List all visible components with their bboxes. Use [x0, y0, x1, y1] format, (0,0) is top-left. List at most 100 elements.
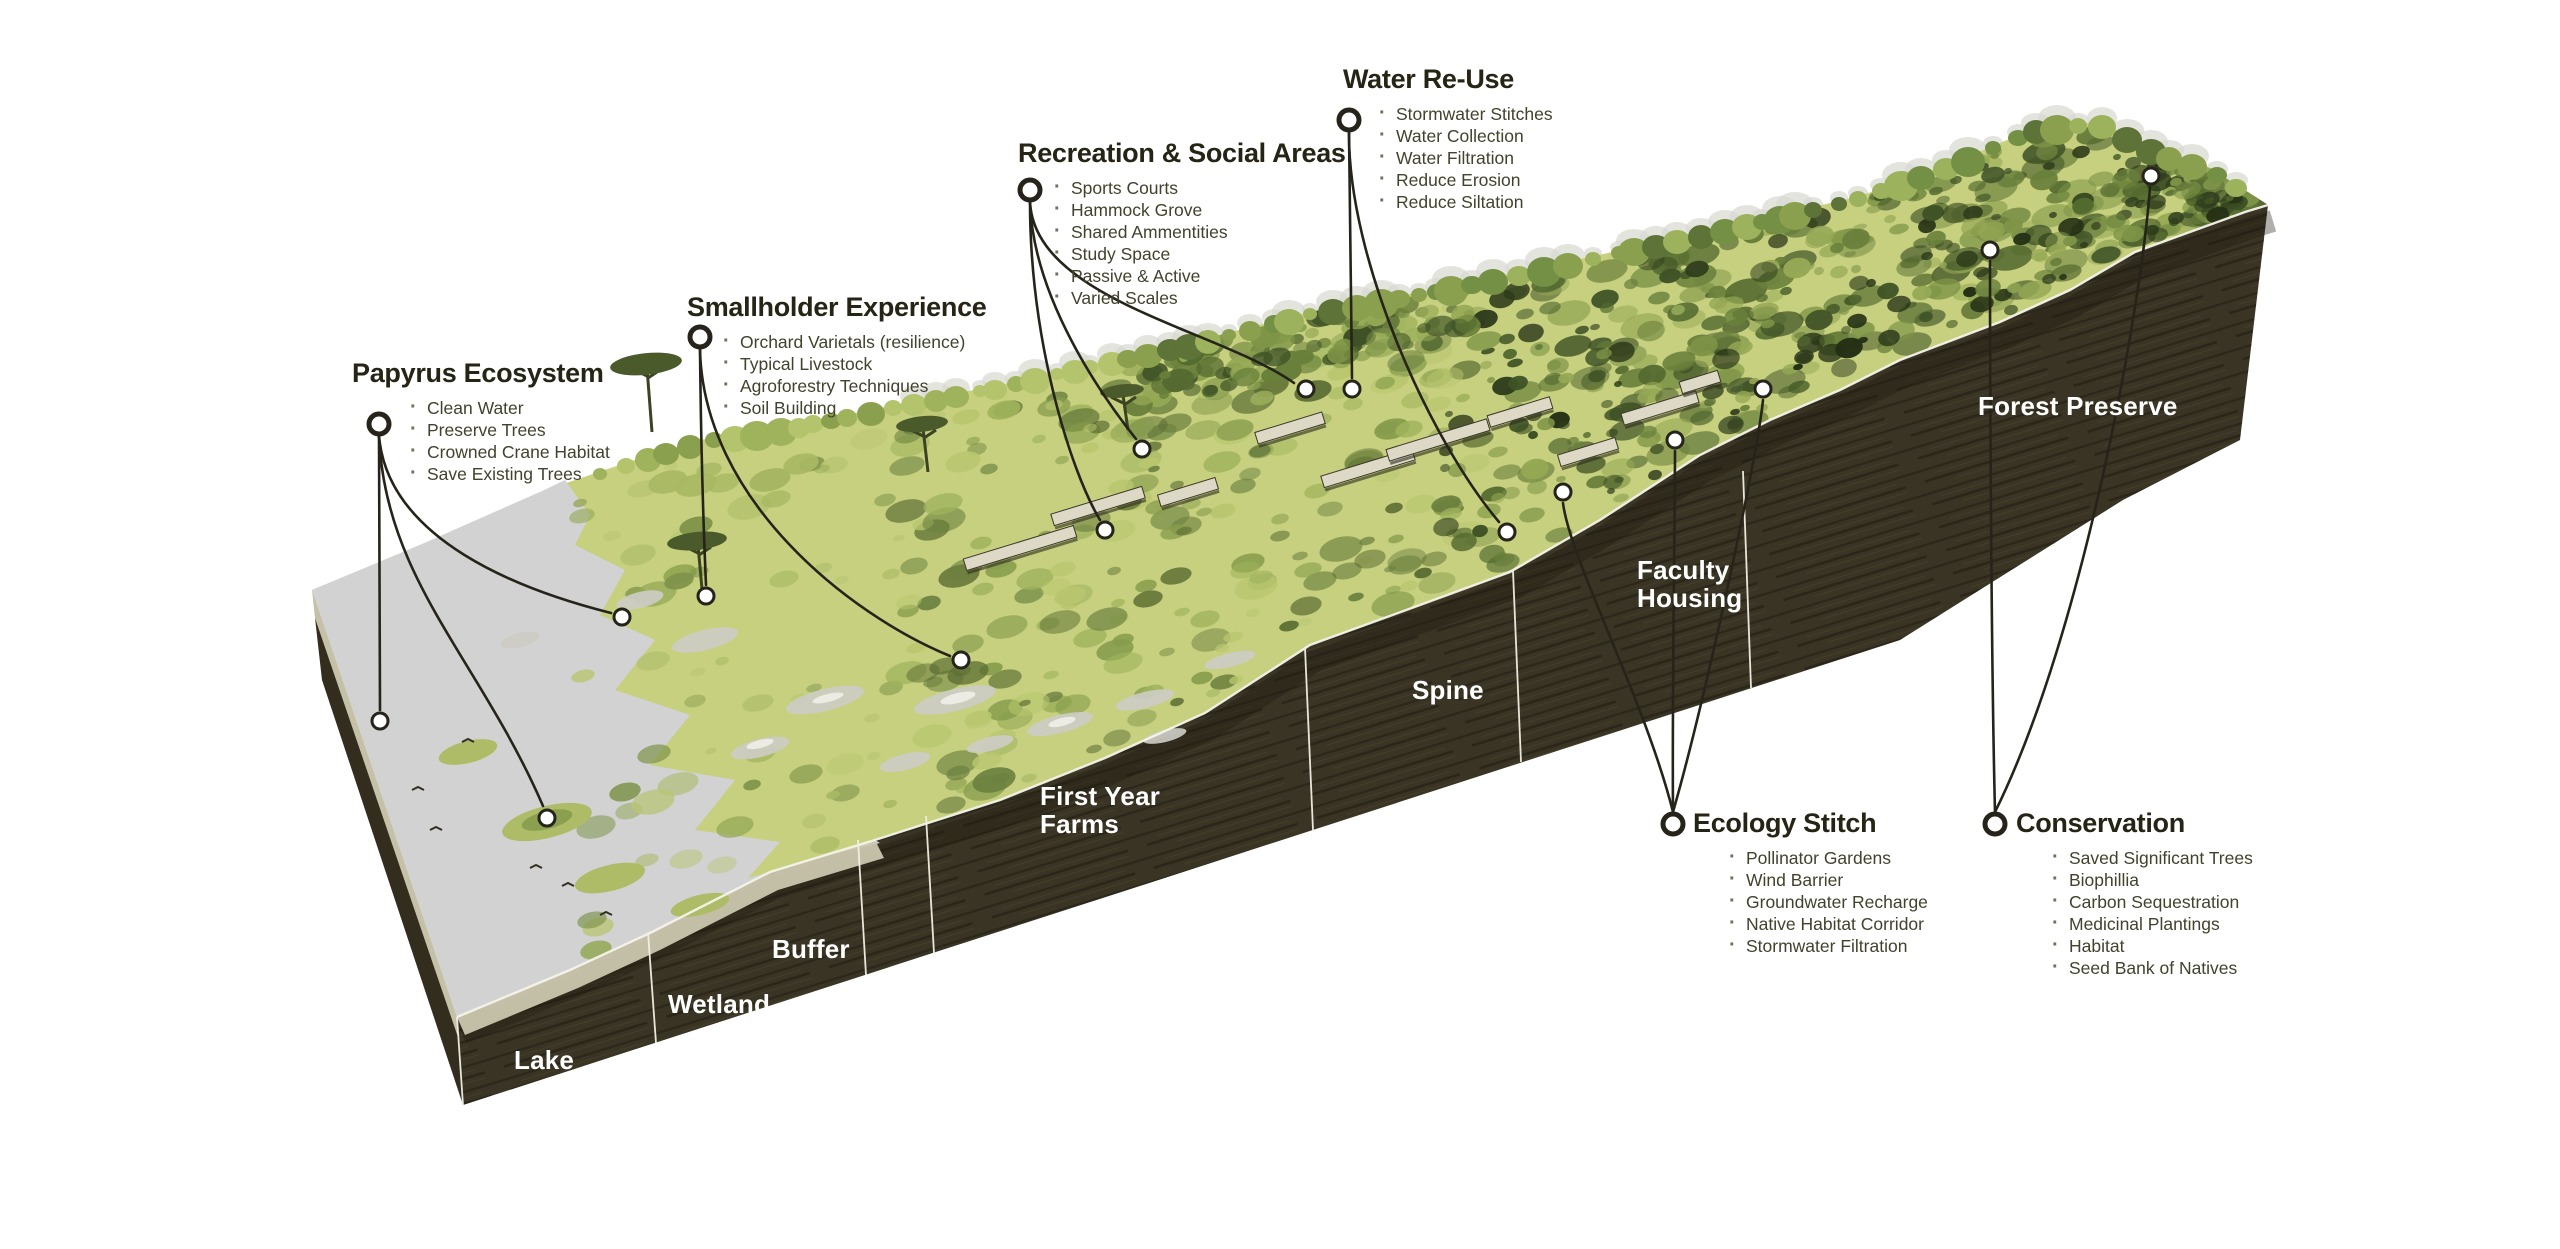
leader-endpoint [612, 607, 632, 627]
callout-marker-smallholder [687, 324, 713, 350]
top-surface [312, 122, 2268, 1035]
callout-smallholder-experience: Smallholder Experience Orchard Varietals… [687, 292, 987, 420]
lake-birds [411, 737, 613, 916]
lake-surface [312, 480, 880, 1017]
leader-endpoint [1980, 240, 2000, 260]
leader-line [698, 347, 708, 587]
callout-water-re-use: Water Re-Use Stormwater StitchesWater Co… [1343, 64, 1553, 214]
leader-endpoint [1497, 522, 1517, 542]
bullet-item: Crowned Crane Habitat [410, 441, 610, 463]
leader-line [1028, 200, 1102, 522]
bullet-item: Preserve Trees [410, 419, 610, 441]
bullet-item: Medicinal Plantings [2052, 913, 2253, 935]
bullet-item: Saved Significant Trees [2052, 847, 2253, 869]
callout-title: Recreation & Social Areas [1018, 138, 1346, 168]
callout-title: Smallholder Experience [687, 292, 987, 322]
bullet-item: Wind Barrier [1729, 869, 1928, 891]
bullet-item: Sports Courts [1054, 177, 1346, 199]
bullet-item: Native Habitat Corridor [1729, 913, 1928, 935]
bullet-item: Shared Ammentities [1054, 221, 1346, 243]
bullet-item: Stormwater Stitches [1379, 103, 1553, 125]
leader-endpoint [2141, 166, 2161, 186]
bullet-item: Study Space [1054, 243, 1346, 265]
leader-line [1347, 130, 1354, 380]
bullet-item: Pollinator Gardens [1729, 847, 1928, 869]
buildings [962, 369, 1723, 575]
callout-title: Water Re-Use [1343, 64, 1514, 94]
bullet-item: Agroforestry Techniques [723, 375, 987, 397]
leader-line [377, 434, 382, 712]
bullet-item: Orchard Varietals (resilience) [723, 331, 987, 353]
callout-list: Saved Significant TreesBiophilliaCarbon … [2016, 847, 2253, 979]
leader-endpoint [1553, 482, 1573, 502]
leader-line [1671, 398, 1765, 814]
leader-line [698, 347, 952, 658]
bullet-item: Reduce Erosion [1379, 169, 1553, 191]
bullet-item: Varied Scales [1054, 287, 1346, 309]
zone-label-buffer: Buffer [772, 934, 850, 964]
callout-marker-conservation [1982, 811, 2008, 837]
callout-title: Ecology Stitch [1693, 808, 1877, 838]
bullet-item: Typical Livestock [723, 353, 987, 375]
section-left-cap [312, 590, 463, 1105]
zone-label-first-year-farms: First Year Farms [1040, 781, 1161, 839]
bullet-item: Hammock Grove [1054, 199, 1346, 221]
bullet-item: Habitat [2052, 935, 2253, 957]
acacia-trees [610, 352, 1144, 601]
leader-endpoint [1665, 430, 1685, 450]
callout-marker-papyrus [366, 411, 392, 437]
bullet-item: Seed Bank of Natives [2052, 957, 2253, 979]
callout-title: Papyrus Ecosystem [352, 358, 604, 388]
leader-endpoint [537, 808, 557, 828]
shoreline [457, 840, 884, 1035]
zone-label-forest-preserve: Forest Preserve [1978, 391, 2178, 421]
callout-conservation: Conservation Saved Significant TreesBiop… [2016, 808, 2253, 980]
zone-label-spine: Spine [1412, 675, 1484, 705]
bullet-item: Groundwater Recharge [1729, 891, 1928, 913]
leader-line [1988, 259, 1997, 814]
leader-endpoint [1095, 520, 1115, 540]
leader-endpoint [1753, 379, 1773, 399]
leader-endpoint [1132, 439, 1152, 459]
callout-markers [366, 107, 2008, 837]
bullet-item: Clean Water [410, 397, 610, 419]
leader-endpoint [370, 711, 390, 731]
callout-list: Clean WaterPreserve TreesCrowned Crane H… [352, 397, 610, 485]
leader-lines [377, 130, 2152, 814]
leader-line [1347, 130, 1501, 524]
leader-line [1028, 200, 1138, 441]
callout-list: Stormwater StitchesWater CollectionWater… [1343, 103, 1553, 213]
leader-line [1028, 200, 1296, 385]
bullet-item: Water Filtration [1379, 147, 1553, 169]
bullet-item: Reduce Siltation [1379, 191, 1553, 213]
leader-line [377, 434, 613, 615]
zone-label-faculty-housing: Faculty Housing [1637, 555, 1743, 613]
callout-marker-water-reuse [1336, 107, 1362, 133]
callout-papyrus-ecosystem: Papyrus Ecosystem Clean WaterPreserve Tr… [352, 358, 610, 486]
callout-ecology-stitch: Ecology Stitch Pollinator GardensWind Ba… [1693, 808, 1928, 958]
leader-endpoint [951, 650, 971, 670]
bullet-item: Passive & Active [1054, 265, 1346, 287]
callout-list: Orchard Varietals (resilience)Typical Li… [687, 331, 987, 419]
callout-recreation-social-areas: Recreation & Social Areas Sports CourtsH… [1018, 138, 1346, 310]
callout-title: Conservation [2016, 808, 2185, 838]
leader-endpoint [1296, 379, 1316, 399]
leader-endpoint [696, 586, 716, 606]
callout-marker-ecology-stitch [1660, 811, 1686, 837]
bullet-item: Soil Building [723, 397, 987, 419]
canopy-edge-bumps [593, 115, 2247, 480]
leader-endpoint [1342, 379, 1362, 399]
callout-list: Sports CourtsHammock GroveShared Ammenti… [1018, 177, 1346, 309]
bullet-item: Save Existing Trees [410, 463, 610, 485]
callout-marker-recreation [1017, 177, 1043, 203]
bullet-item: Stormwater Filtration [1729, 935, 1928, 957]
zone-label-lake: Lake [514, 1045, 575, 1075]
bullet-item: Biophillia [2052, 869, 2253, 891]
leader-line [1671, 449, 1677, 814]
terrain-edge-highlight [456, 203, 2269, 1019]
leader-line [1993, 185, 2152, 814]
callout-list: Pollinator GardensWind BarrierGroundwate… [1693, 847, 1928, 957]
bullet-item: Carbon Sequestration [2052, 891, 2253, 913]
